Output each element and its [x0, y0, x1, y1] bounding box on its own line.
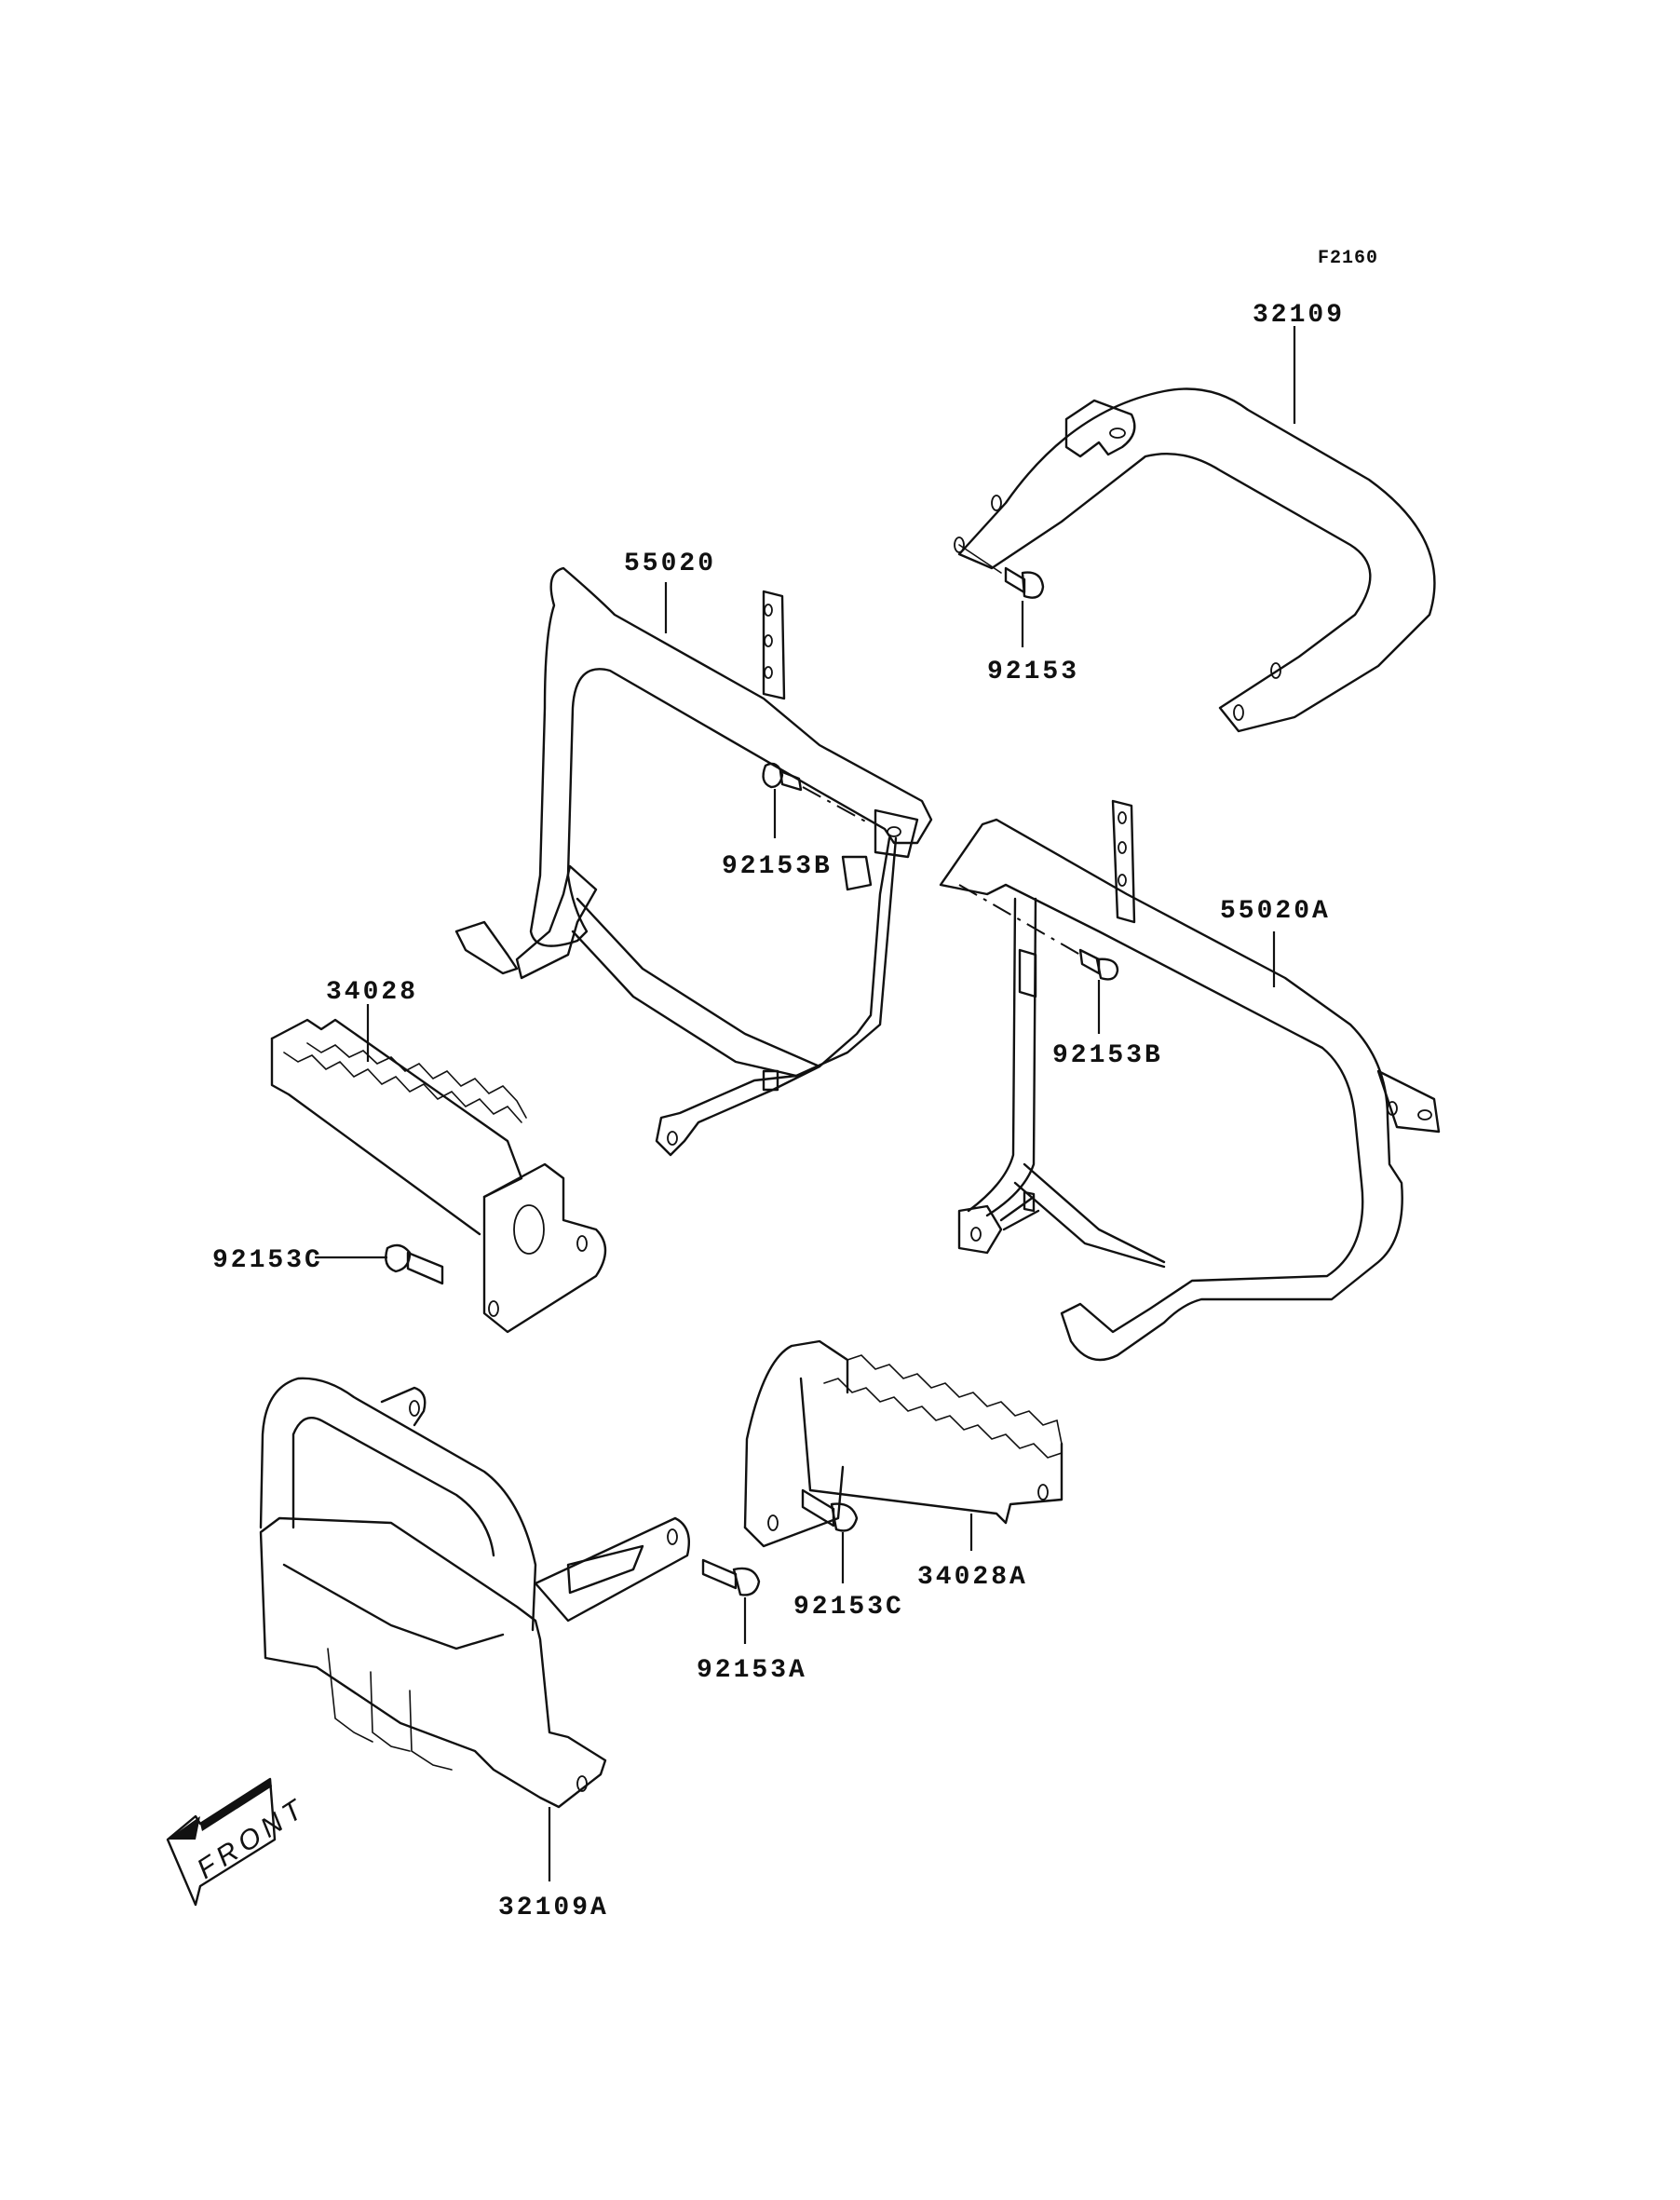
label-55020a[interactable]: 55020A: [1220, 897, 1331, 926]
bolt-92153b-left[interactable]: [762, 762, 872, 825]
bolt-92153c-right[interactable]: [801, 1488, 859, 1532]
label-92153b-right[interactable]: 92153B: [1052, 1041, 1163, 1070]
label-32109[interactable]: 32109: [1253, 301, 1345, 330]
front-guard[interactable]: [259, 1377, 691, 1809]
figure-number: F2160: [1318, 248, 1378, 269]
bolt-92153a[interactable]: [701, 1558, 761, 1596]
bolt-92153c-left[interactable]: [385, 1243, 444, 1285]
label-32109a[interactable]: 32109A: [498, 1894, 609, 1922]
label-92153a[interactable]: 92153A: [697, 1656, 807, 1685]
rear-grab-bar[interactable]: [954, 387, 1436, 733]
label-34028a[interactable]: 34028A: [917, 1563, 1028, 1592]
front-direction-arrow: FRONT: [166, 1777, 313, 1907]
left-guard-frame[interactable]: [454, 566, 933, 1157]
front-label: FRONT: [192, 1792, 313, 1885]
label-34028[interactable]: 34028: [326, 978, 418, 1007]
bolt-92153[interactable]: [958, 544, 1045, 599]
left-footpeg[interactable]: [270, 1018, 607, 1334]
bolt-92153b-right[interactable]: [958, 884, 1119, 981]
label-55020[interactable]: 55020: [624, 550, 716, 578]
label-92153c-left[interactable]: 92153C: [212, 1246, 323, 1275]
right-footpeg[interactable]: [743, 1339, 1064, 1548]
label-92153[interactable]: 92153: [987, 658, 1079, 686]
label-92153b-left[interactable]: 92153B: [722, 852, 833, 881]
right-guard-frame[interactable]: [939, 799, 1441, 1362]
label-92153c-right[interactable]: 92153C: [793, 1593, 904, 1622]
